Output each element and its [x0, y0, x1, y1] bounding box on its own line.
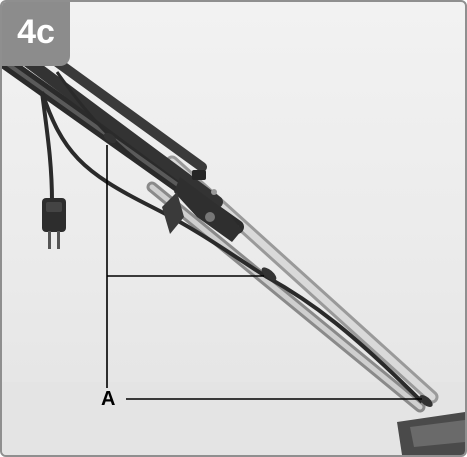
handle-clamp-lever — [162, 170, 242, 242]
cable-clips — [103, 132, 433, 407]
callout-leader-lines — [106, 145, 422, 400]
plug-icon — [42, 198, 66, 249]
mower-body — [397, 412, 465, 455]
figure-number-badge: 4c — [2, 2, 70, 66]
callout-label-a: A — [101, 388, 116, 410]
